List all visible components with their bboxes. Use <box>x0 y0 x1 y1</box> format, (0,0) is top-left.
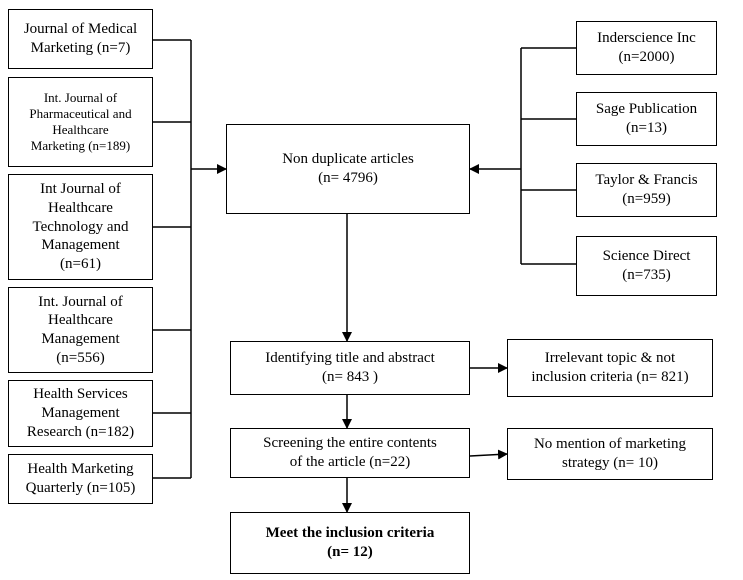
source-box-sage-publication: Sage Publication (n=13) <box>576 92 717 146</box>
source-box-science-direct: Science Direct (n=735) <box>576 236 717 296</box>
source-label: Taylor & Francis (n=959) <box>595 172 698 207</box>
source-label: Int. Journal of Pharmaceutical and Healt… <box>29 89 132 154</box>
source-label: Inderscience Inc (n=2000) <box>597 30 696 65</box>
exclusion-box-irrelevant-topic: Irrelevant topic & not inclusion criteri… <box>507 339 713 397</box>
source-label: Health Services Management Research (n=1… <box>26 386 135 440</box>
source-label: Sage Publication (n=13) <box>595 101 698 136</box>
screening-contents-box: Screening the entire contents of the art… <box>230 428 470 478</box>
identifying-title-abstract-label: Identifying title and abstract (n= 843 ) <box>265 350 435 385</box>
source-box-journal-of-medical-marketing: Journal of Medical Marketing (n=7) <box>8 9 153 69</box>
exclusion-label: No mention of marketing strategy (n= 10) <box>533 436 687 471</box>
source-label: Journal of Medical Marketing (n=7) <box>23 21 138 56</box>
inclusion-criteria-label: Meet the inclusion criteria (n= 12) <box>265 525 435 560</box>
screening-contents-label: Screening the entire contents of the art… <box>263 435 437 470</box>
source-box-health-services-management-research: Health Services Management Research (n=1… <box>8 380 153 447</box>
non-duplicate-articles-label: Non duplicate articles (n= 4796) <box>282 151 414 186</box>
source-box-taylor-francis: Taylor & Francis (n=959) <box>576 163 717 217</box>
source-label: Science Direct (n=735) <box>602 248 691 283</box>
exclusion-box-no-mention-marketing: No mention of marketing strategy (n= 10) <box>507 428 713 480</box>
source-label: Health Marketing Quarterly (n=105) <box>25 461 136 496</box>
source-box-int-journal-healthcare-management: Int. Journal of Healthcare Management (n… <box>8 287 153 373</box>
identifying-title-abstract-box: Identifying title and abstract (n= 843 ) <box>230 341 470 395</box>
source-box-health-marketing-quarterly: Health Marketing Quarterly (n=105) <box>8 454 153 504</box>
source-box-inderscience: Inderscience Inc (n=2000) <box>576 21 717 75</box>
exclusion-label: Irrelevant topic & not inclusion criteri… <box>531 350 689 385</box>
inclusion-criteria-box: Meet the inclusion criteria (n= 12) <box>230 512 470 574</box>
source-box-int-journal-healthcare-technology-management: Int Journal of Healthcare Technology and… <box>8 174 153 280</box>
source-label: Int. Journal of Healthcare Management (n… <box>38 293 123 366</box>
source-label: Int Journal of Healthcare Technology and… <box>32 181 129 273</box>
source-box-int-journal-pharmaceutical-healthcare-marketing: Int. Journal of Pharmaceutical and Healt… <box>8 77 153 167</box>
non-duplicate-articles-box: Non duplicate articles (n= 4796) <box>226 124 470 214</box>
